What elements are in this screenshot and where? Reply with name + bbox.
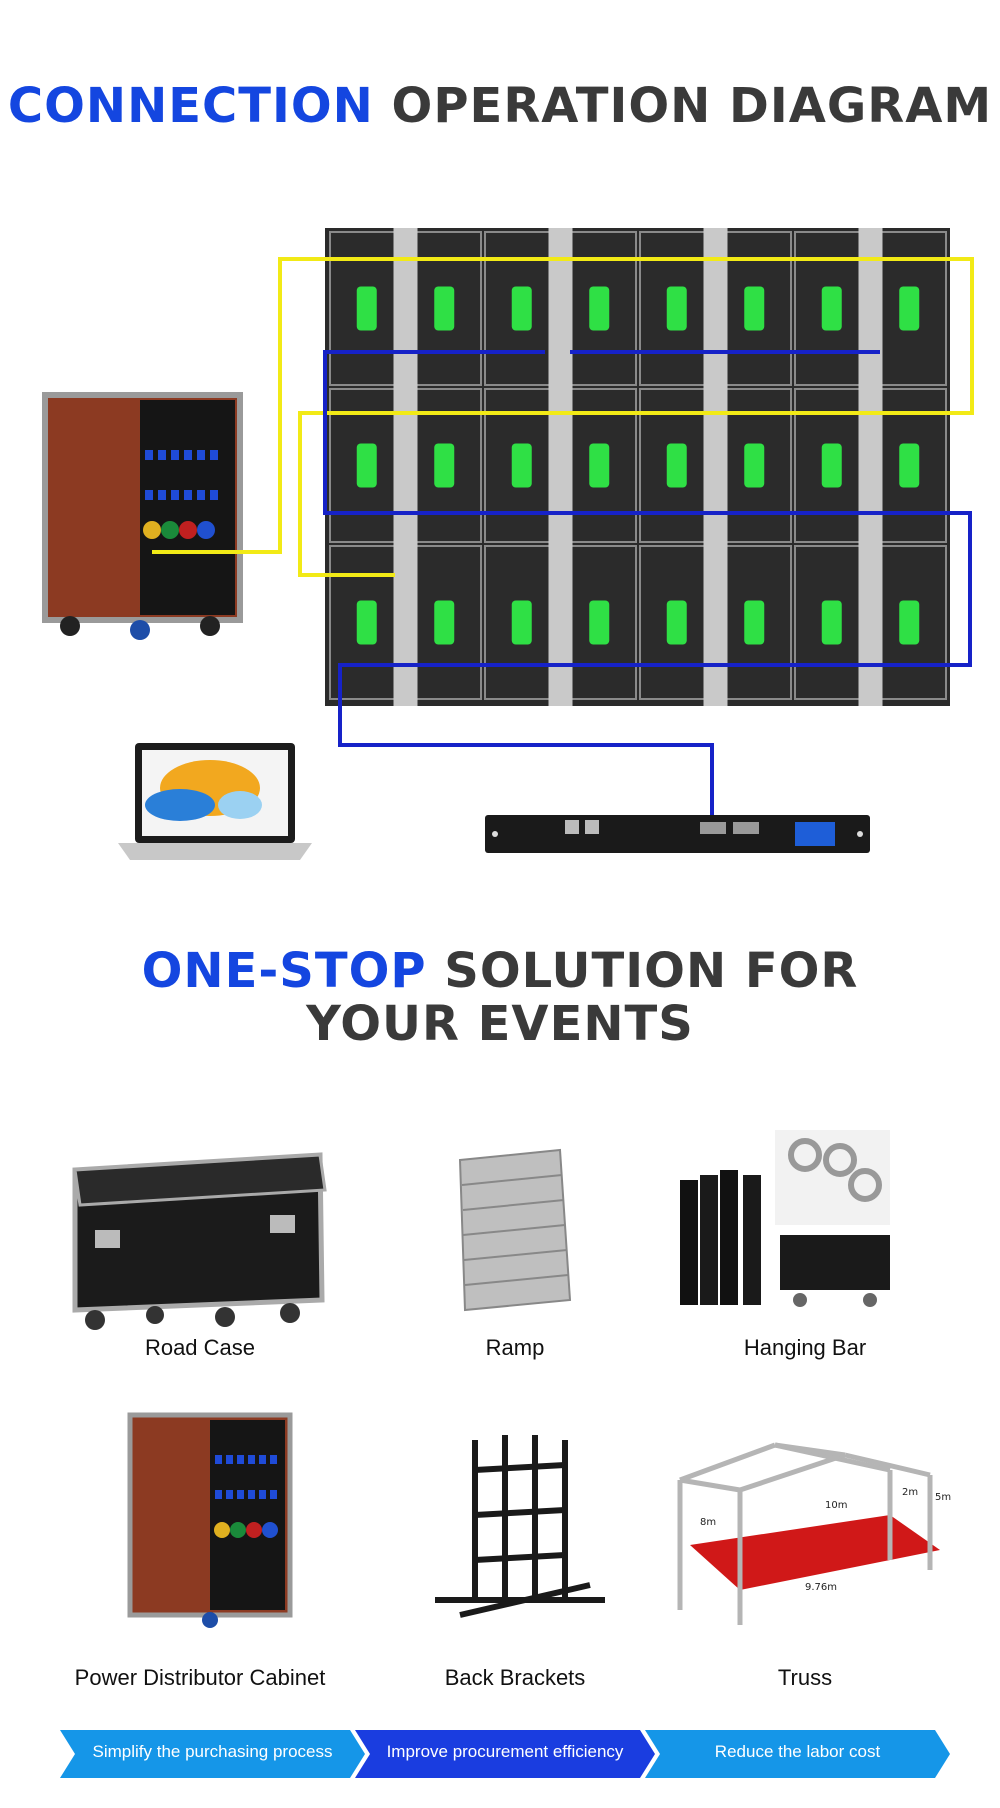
power-cabinet-icon — [42, 392, 243, 640]
product-label: Hanging Bar — [743, 1335, 867, 1360]
panel-lock — [821, 443, 842, 488]
road-case-icon — [72, 1152, 327, 1330]
back-brackets-icon — [435, 1435, 605, 1618]
banner-item-1: Simplify the purchasing process — [92, 1742, 333, 1761]
panel-lock — [434, 286, 455, 331]
led-panel — [794, 545, 870, 700]
truss-dim-label: 5m — [935, 1492, 951, 1503]
panel-lock — [356, 443, 377, 488]
panel-lock — [589, 600, 610, 645]
hanging-bar-icon — [680, 1130, 890, 1307]
product-label: Ramp — [485, 1335, 545, 1360]
signal-cable-lines — [323, 350, 972, 815]
panel-lock — [589, 443, 610, 488]
panel-lock — [356, 600, 377, 645]
led-wall — [325, 228, 950, 706]
truss-dim-label: 2m — [902, 1487, 918, 1498]
truss-dim-label: 9.76m — [805, 1582, 837, 1593]
panel-lock — [744, 600, 765, 645]
panel-lock — [511, 600, 532, 645]
panel-lock — [821, 286, 842, 331]
connection-diagram-title: CONNECTION OPERATION DIAGRAM — [0, 80, 1000, 133]
panel-lock — [744, 443, 765, 488]
panel-lock — [356, 286, 377, 331]
product-label: Truss — [777, 1665, 833, 1690]
product-label: Power Distributor Cabinet — [74, 1665, 326, 1690]
title-line2: YOUR EVENTS — [306, 995, 694, 1052]
title-accent: ONE-STOP — [141, 943, 427, 999]
controller-icon — [485, 815, 870, 853]
panel-lock — [666, 443, 687, 488]
truss-icon: 8m 10m 2m 5m 9.76m — [677, 1442, 951, 1625]
title-rest: OPERATION DIAGRAM — [373, 78, 993, 134]
panel-lock — [899, 600, 920, 645]
benefits-banner: Simplify the purchasing process Improve … — [0, 1730, 1000, 1778]
panel-lock — [434, 600, 455, 645]
panel-lock — [899, 286, 920, 331]
panel-lock — [511, 443, 532, 488]
panel-lock — [744, 286, 765, 331]
support-bar — [703, 228, 728, 706]
banner-item-3: Reduce the labor cost — [714, 1742, 881, 1761]
truss-dim-label: 10m — [825, 1500, 847, 1511]
panel-lock — [899, 443, 920, 488]
connection-diagram — [42, 228, 974, 860]
truss-dim-label: 8m — [700, 1517, 716, 1528]
ramp-icon — [458, 1148, 572, 1312]
support-bar — [393, 228, 418, 706]
power-distributor-cabinet-icon — [127, 1412, 293, 1628]
support-bar — [548, 228, 573, 706]
panel-lock — [666, 600, 687, 645]
support-bar — [858, 228, 883, 706]
panel-lock — [511, 286, 532, 331]
power-cable-lines — [152, 257, 974, 577]
product-label: Back Brackets — [444, 1665, 586, 1690]
banner-item-2: Improve procurement efficiency — [386, 1742, 624, 1761]
title-rest: SOLUTION FOR — [426, 943, 859, 999]
one-stop-title: ONE-STOP SOLUTION FOR YOUR EVENTS — [0, 945, 1000, 1051]
panel-lock — [821, 600, 842, 645]
panel-lock — [434, 443, 455, 488]
panel-lock — [666, 286, 687, 331]
product-label: Road Case — [144, 1335, 256, 1360]
panel-lock — [589, 286, 610, 331]
laptop-icon — [118, 743, 312, 860]
title-accent: CONNECTION — [7, 78, 374, 134]
